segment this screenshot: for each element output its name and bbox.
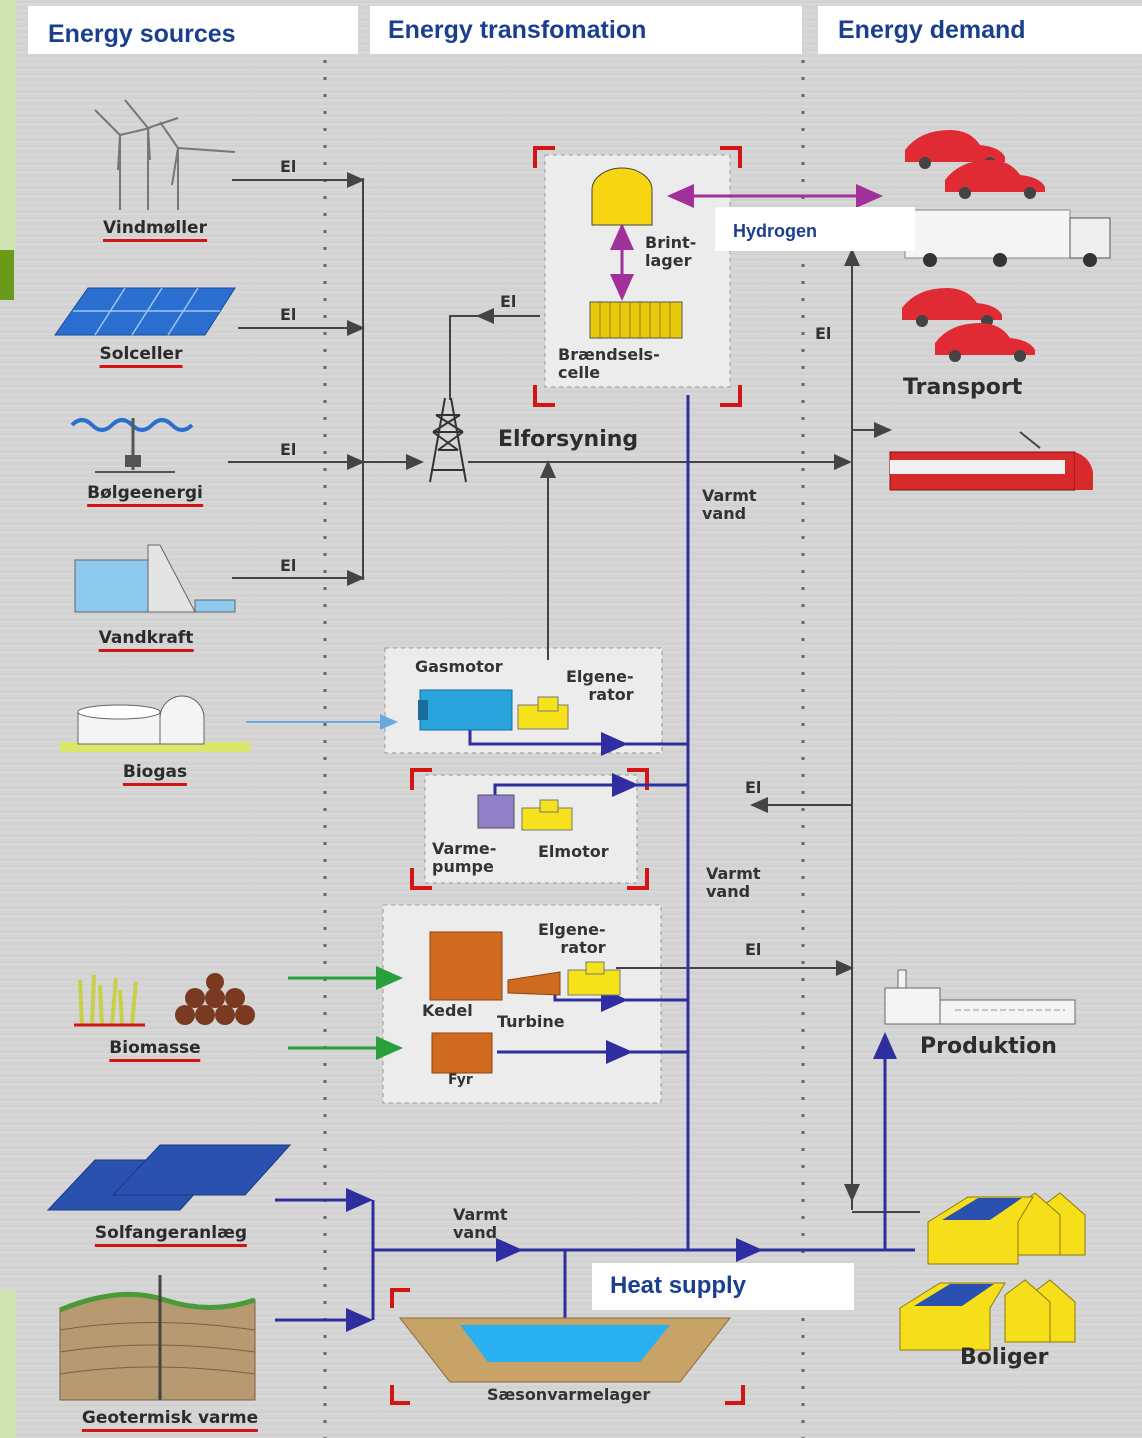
source-label-hydro: Vandkraft — [98, 628, 194, 652]
header-energy-demand: Energy demand — [818, 6, 1142, 54]
pylon-icon — [429, 397, 467, 483]
header-energy-transformation-label: Energy transfomation — [388, 16, 647, 44]
el-label-transport: El — [815, 324, 832, 343]
wind-turbine-icon — [94, 99, 236, 210]
header-energy-sources: Energy sources — [28, 6, 358, 54]
generator-icon-2 — [567, 961, 621, 996]
seasonal-storage-icon — [398, 1317, 732, 1383]
source-label-biomass: Biomasse — [109, 1038, 201, 1062]
demand-label-production: Produktion — [920, 1034, 1057, 1059]
el-label-wind: El — [280, 157, 297, 176]
power-supply-label: Elforsyning — [498, 427, 639, 452]
factory-icon — [884, 969, 1076, 1025]
hydro-dam-icon — [74, 544, 236, 613]
turbine-label: Turbine — [497, 1012, 565, 1031]
el-generator-label-1: Elgene-rator — [566, 667, 634, 704]
biomass-icon — [74, 973, 255, 1027]
seasonal-storage-label: Sæsonvarmelager — [487, 1385, 651, 1404]
el-label-heatpump: El — [745, 778, 762, 797]
el-label-hydro: El — [280, 556, 297, 575]
boiler-icon — [429, 931, 503, 1001]
heat-pump-icon — [477, 794, 515, 829]
electric-motor-icon — [521, 799, 573, 831]
wave-energy-icon — [70, 418, 194, 473]
hot-water-lines — [275, 395, 915, 1340]
fuel-cell-label: Brændsels-celle — [558, 345, 660, 382]
train-icon — [889, 431, 1093, 491]
heat-pump-label: Varme-pumpe — [432, 839, 497, 876]
boiler-label: Kedel — [422, 1001, 473, 1020]
side-accent-top — [0, 0, 16, 250]
heat-supply-overlay-label: Heat supply — [610, 1272, 747, 1299]
fuel-cell-icon — [589, 301, 683, 339]
truck-icon — [904, 209, 1111, 267]
hydrogen-lines — [610, 184, 883, 301]
el-label-solar: El — [280, 305, 297, 324]
header-energy-sources-label: Energy sources — [48, 20, 236, 48]
hydrogen-storage-label: Brint-lager — [645, 233, 697, 270]
source-label-geothermal: Geotermisk varme — [81, 1408, 259, 1432]
side-accent-bottom — [0, 1290, 16, 1438]
solar-panel-icon — [54, 287, 236, 336]
red-brackets — [390, 146, 745, 1405]
electricity-lines — [228, 172, 920, 1213]
electric-motor-label: Elmotor — [538, 842, 609, 861]
el-label-production: El — [745, 940, 762, 959]
hydrogen-overlay-label: Hydrogen — [733, 221, 818, 241]
el-label-fuelcell: El — [500, 292, 517, 311]
demand-label-transport: Transport — [903, 375, 1023, 400]
hydrogen-tank-icon — [591, 167, 653, 226]
header-energy-demand-label: Energy demand — [838, 16, 1026, 44]
source-label-wave: Bølgeenergi — [87, 483, 203, 507]
houses-icon — [899, 1192, 1086, 1351]
gas-motor-icon — [418, 689, 513, 731]
furnace-label: Fyr — [448, 1072, 473, 1088]
source-label-solar: Solceller — [99, 344, 183, 368]
hydrogen-overlay: Hydrogen — [715, 207, 915, 251]
el-generator-label-2: Elgene-rator — [538, 920, 606, 957]
source-label-biogas: Biogas — [122, 762, 188, 786]
generator-icon-1 — [517, 696, 569, 730]
source-label-wind: Vindmøller — [103, 218, 207, 242]
geothermal-icon — [59, 1275, 256, 1401]
demand-label-homes: Boliger — [960, 1345, 1049, 1370]
turbine-icon — [507, 971, 561, 996]
source-label-solar-collector: Solfangeranlæg — [94, 1223, 248, 1247]
car-icon — [902, 130, 1045, 362]
furnace-icon — [431, 1032, 493, 1074]
solar-collector-icon — [46, 1144, 292, 1211]
header-energy-transformation: Energy transfomation — [370, 6, 802, 54]
heat-supply-overlay: Heat supply — [592, 1263, 854, 1310]
biogas-tank-icon — [60, 695, 250, 752]
el-label-wave: El — [280, 440, 297, 459]
side-accent-dark — [0, 250, 14, 300]
gas-motor-label: Gasmotor — [415, 657, 503, 676]
